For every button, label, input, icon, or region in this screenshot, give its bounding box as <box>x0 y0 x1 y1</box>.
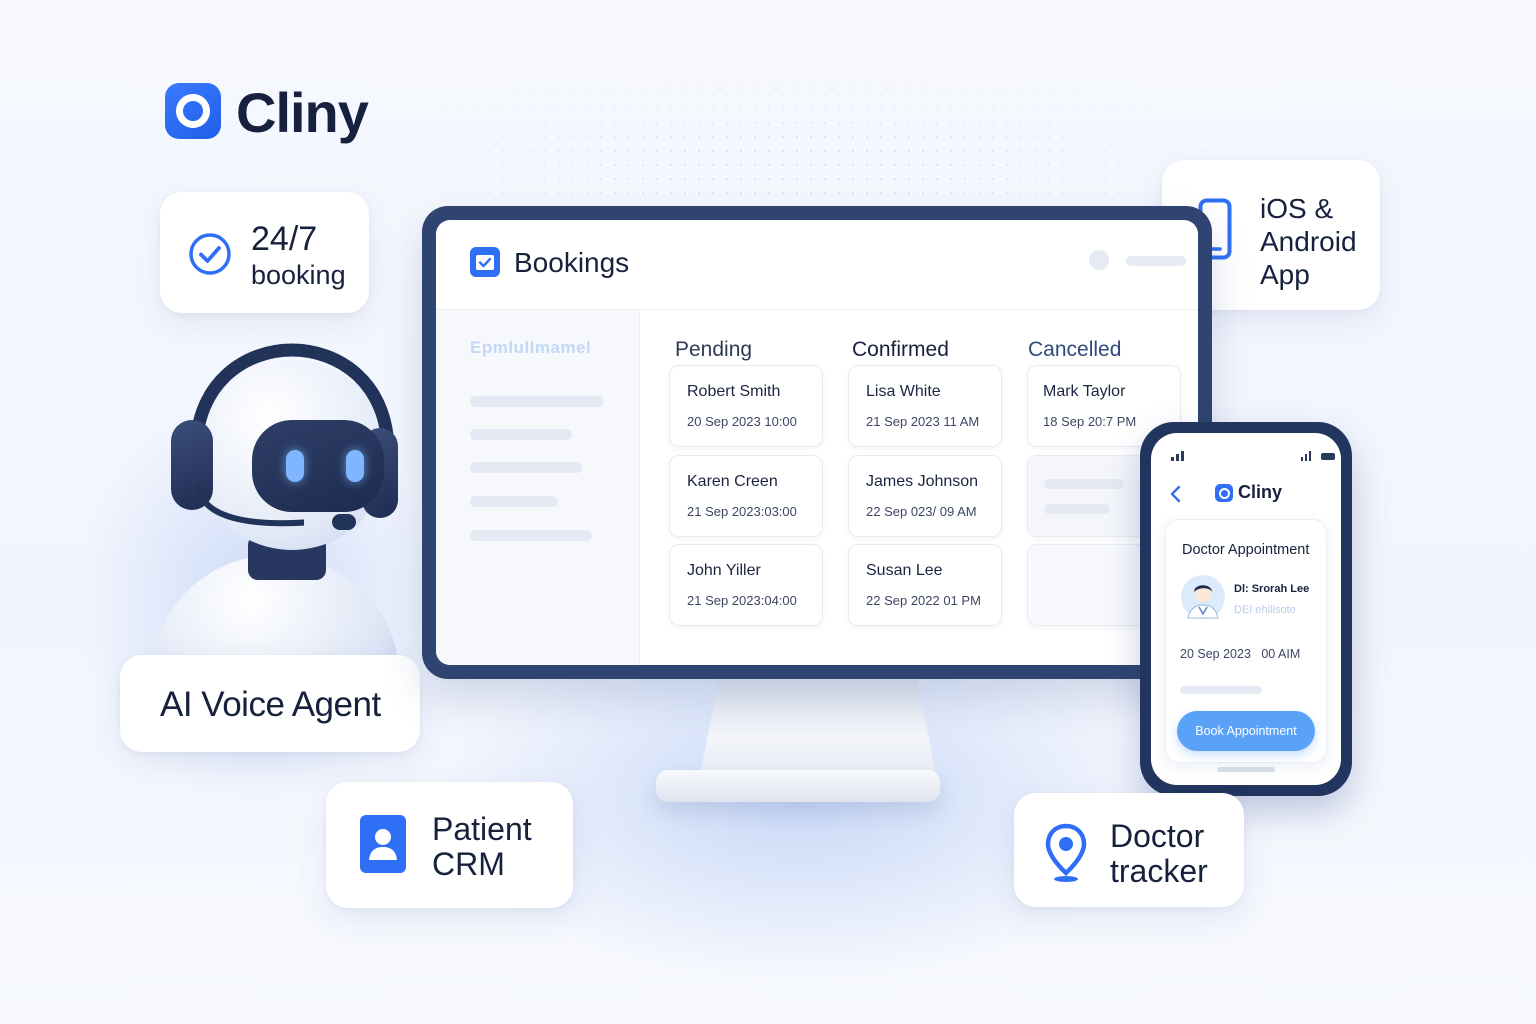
crm-label: Patient CRM <box>432 812 532 882</box>
monitor-stand-base <box>656 770 940 802</box>
appointment-time: 20 Sep 2023 00 AIM <box>1180 647 1301 661</box>
sidebar-item[interactable] <box>470 462 582 473</box>
placeholder-line <box>1180 686 1262 694</box>
signal-icon <box>1171 451 1184 461</box>
feature-card-voice-agent: AI Voice Agent <box>120 655 420 752</box>
patient-name: Mark Taylor <box>1043 383 1126 400</box>
appointment-card-title: Doctor Appointment <box>1182 542 1310 558</box>
monitor-stand-neck <box>700 679 936 774</box>
check-circle-icon <box>189 233 231 275</box>
mobile-phone: Cliny Doctor Appointment Dl: Srorah Lee … <box>1140 422 1352 796</box>
mobile-screen: Cliny Doctor Appointment Dl: Srorah Lee … <box>1151 433 1341 785</box>
headset-band-icon <box>189 343 395 459</box>
feature-card-apps: iOS & Android App <box>1162 160 1380 310</box>
mic-tip <box>332 514 356 530</box>
booking-date: 20 Sep 2023 10:00 <box>687 414 797 429</box>
robot-visor <box>252 420 384 512</box>
column-cancelled-header[interactable]: Cancelled <box>1028 338 1122 361</box>
patient-name: Robert Smith <box>687 383 781 400</box>
sidebar-heading: Epmlullmamel <box>470 338 592 357</box>
booking-card[interactable]: Mark Taylor 18 Sep 20:7 PM <box>1027 365 1181 447</box>
dashboard-title: Bookings <box>514 247 630 278</box>
dashboard-header: Bookings <box>436 220 1198 310</box>
booking-date: 22 Sep 2022 01 PM <box>866 593 981 608</box>
booking-date: 21 Sep 2023 11 AM <box>866 414 980 429</box>
sidebar-item[interactable] <box>470 396 604 407</box>
appointment-card: Doctor Appointment Dl: Srorah Lee DEI eh… <box>1165 519 1327 763</box>
booking-card[interactable]: Karen Creen 21 Sep 2023:03:00 <box>669 455 823 537</box>
booking-date: 21 Sep 2023:04:00 <box>687 593 797 608</box>
dashboard-sidebar: Epmlullmamel <box>436 310 640 665</box>
sidebar-item[interactable] <box>470 530 592 541</box>
booking-card[interactable]: John Yiller 21 Sep 2023:04:00 <box>669 544 823 626</box>
sidebar-item[interactable] <box>470 496 558 507</box>
booking-date: 21 Sep 2023:03:00 <box>687 504 797 519</box>
patient-name: Lisa White <box>866 383 941 400</box>
placeholder-line <box>1044 504 1110 514</box>
status-icons <box>1301 451 1335 461</box>
doctor-avatar <box>1181 575 1225 619</box>
patient-name: James Johnson <box>866 473 979 490</box>
tracker-line1: Doctor <box>1110 818 1205 854</box>
header-avatar[interactable] <box>1089 250 1109 270</box>
header-menu-placeholder <box>1126 256 1186 266</box>
mobile-brand: Cliny <box>1238 482 1283 502</box>
calendar-check-icon <box>470 247 500 277</box>
monitor: Bookings Epmlullmamel Pending Confirmed … <box>422 206 1212 679</box>
mobile-logo-icon <box>1215 484 1233 502</box>
placeholder-line <box>1044 479 1124 489</box>
home-indicator <box>1217 767 1275 772</box>
booking-line2: booking <box>251 260 346 290</box>
book-appointment-button[interactable]: Book Appointment <box>1177 711 1315 751</box>
brand-name: Cliny <box>236 81 369 144</box>
crm-line2: CRM <box>432 846 505 882</box>
booking-card[interactable]: James Johnson 22 Sep 023/ 09 AM <box>848 455 1002 537</box>
tracker-label: Doctor tracker <box>1110 819 1208 889</box>
dashboard-screen: Bookings Epmlullmamel Pending Confirmed … <box>436 220 1198 665</box>
robot-eye-right <box>346 450 364 482</box>
booking-date: 18 Sep 20:7 PM <box>1043 414 1137 429</box>
back-chevron-icon[interactable] <box>1169 485 1183 503</box>
booking-date: 22 Sep 023/ 09 AM <box>866 504 977 519</box>
feature-card-booking: 24/7 booking <box>160 192 369 313</box>
booking-card[interactable]: Robert Smith 20 Sep 2023 10:00 <box>669 365 823 447</box>
tracker-line2: tracker <box>1110 853 1208 889</box>
apps-label: iOS & Android App <box>1260 192 1357 291</box>
column-confirmed-header[interactable]: Confirmed <box>852 338 949 361</box>
column-pending-header[interactable]: Pending <box>675 338 753 361</box>
microphone-icon <box>195 483 304 527</box>
map-pin-icon <box>1045 823 1087 882</box>
patient-name: Karen Creen <box>687 473 778 490</box>
apps-line2: Android <box>1260 226 1357 257</box>
voice-agent-label: AI Voice Agent <box>160 685 381 724</box>
feature-card-crm: Patient CRM <box>326 782 573 908</box>
crm-line1: Patient <box>432 811 532 847</box>
apps-line1: iOS & <box>1260 193 1334 224</box>
doctor-name: Dl: Srorah Lee <box>1234 583 1310 595</box>
robot-eye-left <box>286 450 304 482</box>
apps-line3: App <box>1260 259 1310 290</box>
booking-line1: 24/7 <box>251 220 318 258</box>
doctor-subtitle: DEI ehillsoto <box>1234 604 1296 616</box>
booking-card[interactable]: Susan Lee 22 Sep 2022 01 PM <box>848 544 1002 626</box>
feature-card-tracker: Doctor tracker <box>1014 793 1244 907</box>
headset-left-ear <box>171 420 213 510</box>
booking-card[interactable]: Lisa White 21 Sep 2023 11 AM <box>848 365 1002 447</box>
contact-card-icon <box>360 815 406 873</box>
patient-name: John Yiller <box>687 562 761 579</box>
cliny-logo-icon <box>165 83 221 139</box>
sidebar-item[interactable] <box>470 429 572 440</box>
patient-name: Susan Lee <box>866 562 943 579</box>
